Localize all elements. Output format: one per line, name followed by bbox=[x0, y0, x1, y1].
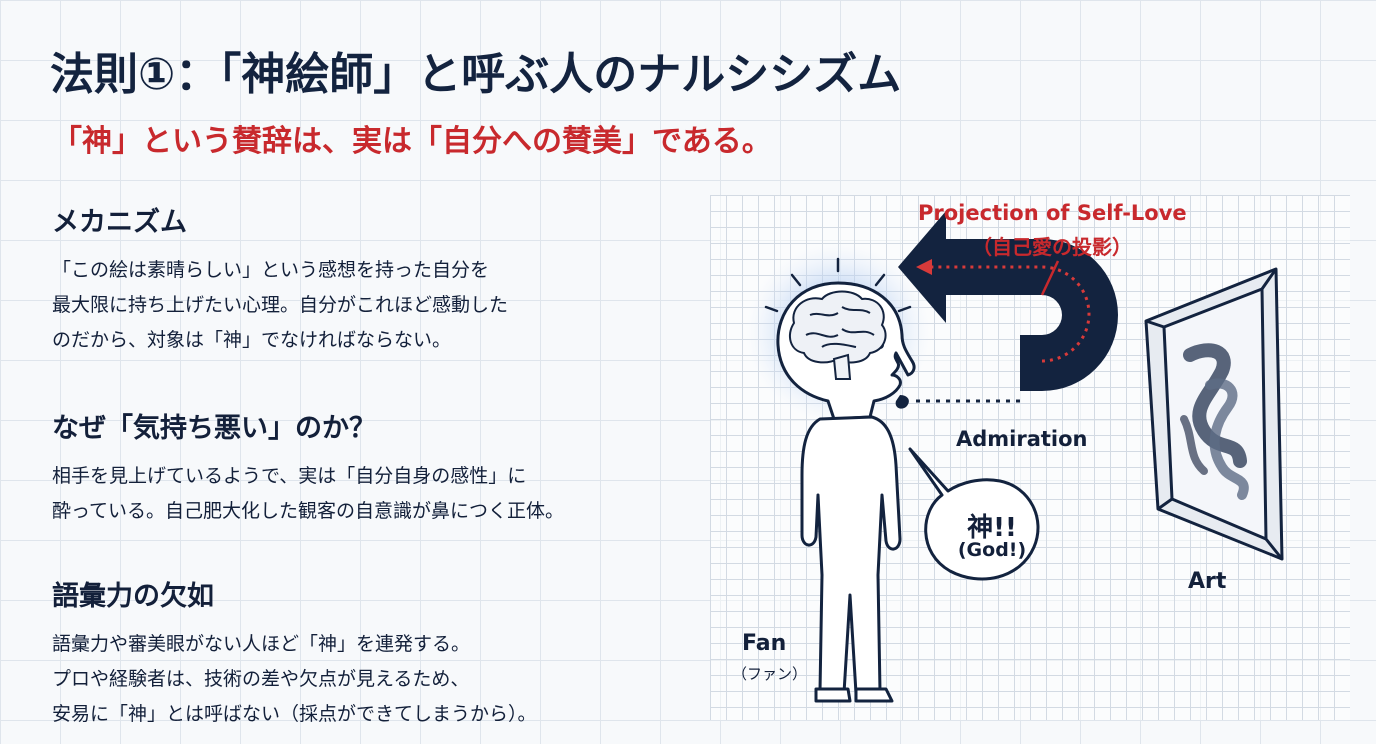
speech-text-sub: (God!) bbox=[957, 539, 1027, 561]
page-title: 法則①：「神絵師」と呼ぶ人のナルシシズム bbox=[50, 49, 902, 100]
section-text-line: 安易に「神」とは呼ばない（採点ができてしまうから）。 bbox=[52, 703, 537, 725]
section-heading-why-creepy: なぜ「気持ち悪い」のか？ bbox=[52, 413, 376, 444]
section-why-creepy: なぜ「気持ち悪い」のか？ 相手を見上げているようで、実は「自分自身の感性」に 酔… bbox=[52, 406, 692, 529]
projection-label-ja: （自己愛の投影） bbox=[972, 235, 1132, 259]
page-subtitle: 「神」という賛辞は、実は「自分への賛美」である。 bbox=[52, 124, 772, 159]
section-text-line: 語彙力や審美眼がない人ほど「神」を連発する。 bbox=[52, 633, 471, 655]
fan-label-ja: （ファン） bbox=[732, 665, 808, 683]
section-vocabulary: 語彙力の欠如 語彙力や審美眼がない人ほど「神」を連発する。 プロや経験者は、技術… bbox=[52, 574, 692, 732]
section-text-line: プロや経験者は、技術の差や欠点が見えるため、 bbox=[52, 668, 470, 690]
section-text-line: 酔っている。自己肥大化した観客の自意識が鼻につく正体。 bbox=[52, 500, 565, 522]
section-text-line: 「この絵は素晴らしい」という感想を持った自分を bbox=[52, 259, 490, 281]
admiration-label: Admiration bbox=[956, 427, 1088, 451]
brain-icon bbox=[788, 290, 887, 380]
projection-label: Projection of Self-Love bbox=[918, 201, 1187, 225]
fan-label: Fan bbox=[742, 631, 787, 656]
section-text-line: 相手を見上げているようで、実は「自分自身の感性」に bbox=[52, 465, 527, 487]
projection-pointer bbox=[1040, 260, 1060, 296]
art-label: Art bbox=[1188, 569, 1227, 594]
section-mechanism: メカニズム 「この絵は素晴らしい」という感想を持った自分を 最大限に持ち上げたい… bbox=[52, 200, 692, 358]
diagram-illustration bbox=[746, 211, 1284, 703]
speech-bubble-icon bbox=[908, 447, 1040, 581]
section-heading-vocabulary: 語彙力の欠如 bbox=[52, 581, 214, 612]
mouth bbox=[895, 395, 909, 409]
section-text-line: のだから、対象は「神」でなければならない。 bbox=[52, 329, 452, 351]
abstract-art-icon bbox=[1180, 343, 1249, 500]
picture-frame-icon bbox=[1144, 267, 1284, 561]
speech-text-main: 神!! bbox=[967, 513, 1017, 543]
glow-rays-icon bbox=[764, 257, 912, 313]
u-turn-arrow-icon bbox=[898, 211, 1118, 391]
section-heading-mechanism: メカニズム bbox=[52, 207, 187, 238]
narcissism-diagram: Projection of Self-Love （自己愛の投影） Admirat… bbox=[710, 195, 1350, 720]
section-text-line: 最大限に持ち上げたい心理。自分がこれほど感動した bbox=[52, 294, 509, 316]
